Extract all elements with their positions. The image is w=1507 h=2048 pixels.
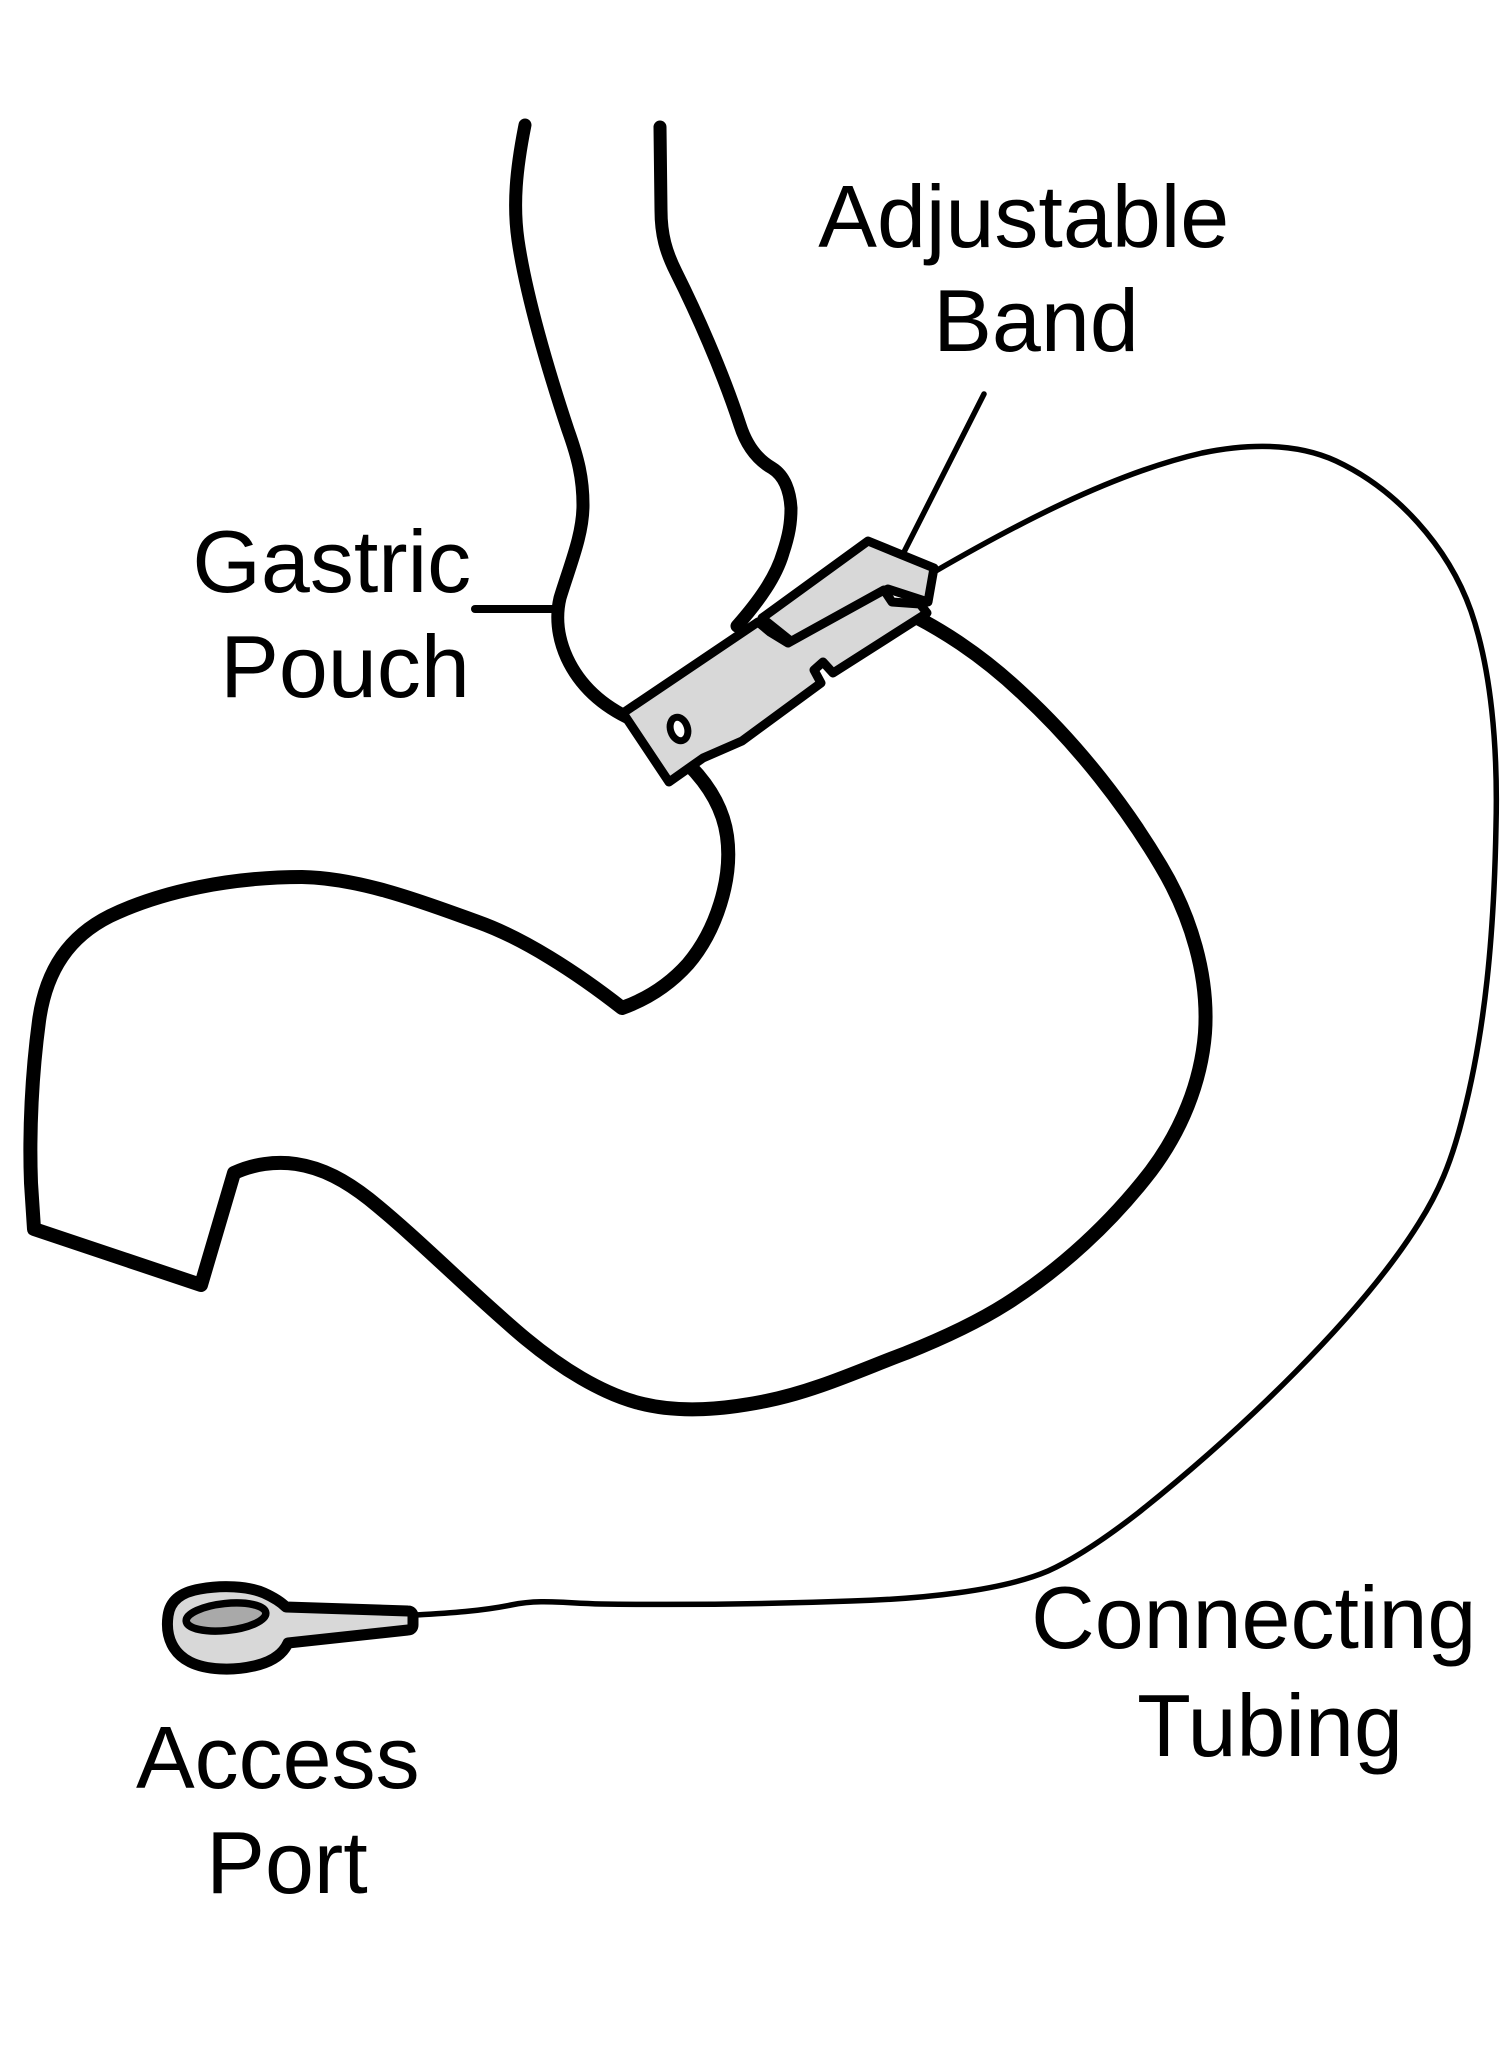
thin-lines-group	[413, 391, 1500, 1618]
band-body	[618, 585, 932, 787]
adjustable-band-device	[618, 536, 939, 787]
access-port-label: Access Port	[136, 1708, 444, 1912]
esophagus-left-line	[509, 118, 640, 727]
access-port-device	[161, 1581, 419, 1675]
stomach-outline-group	[23, 118, 1213, 1417]
access-port-septum	[182, 1599, 270, 1635]
esophagus-right-line	[653, 120, 798, 633]
adjustable-band-label: Adjustable Band	[818, 167, 1253, 370]
band-hole	[666, 713, 692, 745]
stomach-body-outline	[23, 593, 1213, 1417]
connecting-tubing-label: Connecting Tubing	[1031, 1568, 1501, 1775]
gastric-pouch-label: Gastric Pouch	[192, 512, 495, 716]
labels-group: Adjustable Band Gastric Pouch Access Por…	[136, 167, 1501, 1912]
adjustable-band-leader-line	[899, 391, 987, 559]
connecting-tubing-line	[413, 443, 1500, 1618]
